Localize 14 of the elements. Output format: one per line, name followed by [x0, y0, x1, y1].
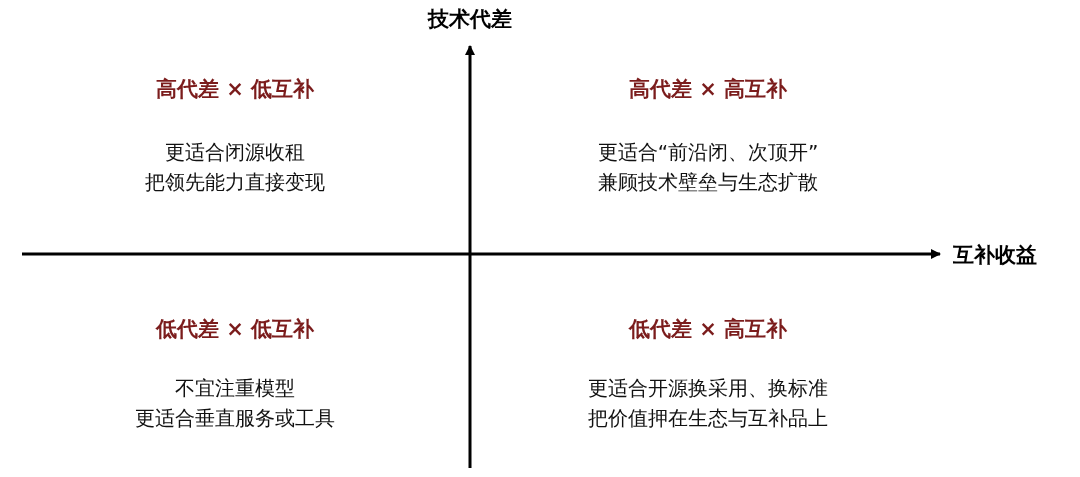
axis-label: 互补收益: [953, 243, 1037, 269]
quadrant-heading: 低代差 × 低互补: [155, 317, 315, 343]
axis-label: 技术代差: [428, 7, 512, 33]
quadrant-text: 不宜注重模型: [175, 376, 295, 400]
quadrant-heading: 高代差 × 低互补: [155, 77, 315, 103]
quadrant-text: 把领先能力直接变现: [145, 170, 325, 194]
quadrant-heading: 低代差 × 高互补: [628, 317, 788, 343]
quadrant-text: 把价值押在生态与互补品上: [588, 406, 828, 430]
quadrant-text: 兼顾技术壁垒与生态扩散: [598, 170, 818, 194]
quadrant-text: 更适合垂直服务或工具: [135, 406, 335, 430]
quadrant-heading: 高代差 × 高互补: [628, 77, 788, 103]
quadrant-text: 更适合开源换采用、换标准: [588, 376, 828, 400]
quadrant-text: 更适合闭源收租: [165, 140, 305, 164]
quadrant-text: 更适合“前沿闭、次顶开”: [597, 140, 819, 164]
